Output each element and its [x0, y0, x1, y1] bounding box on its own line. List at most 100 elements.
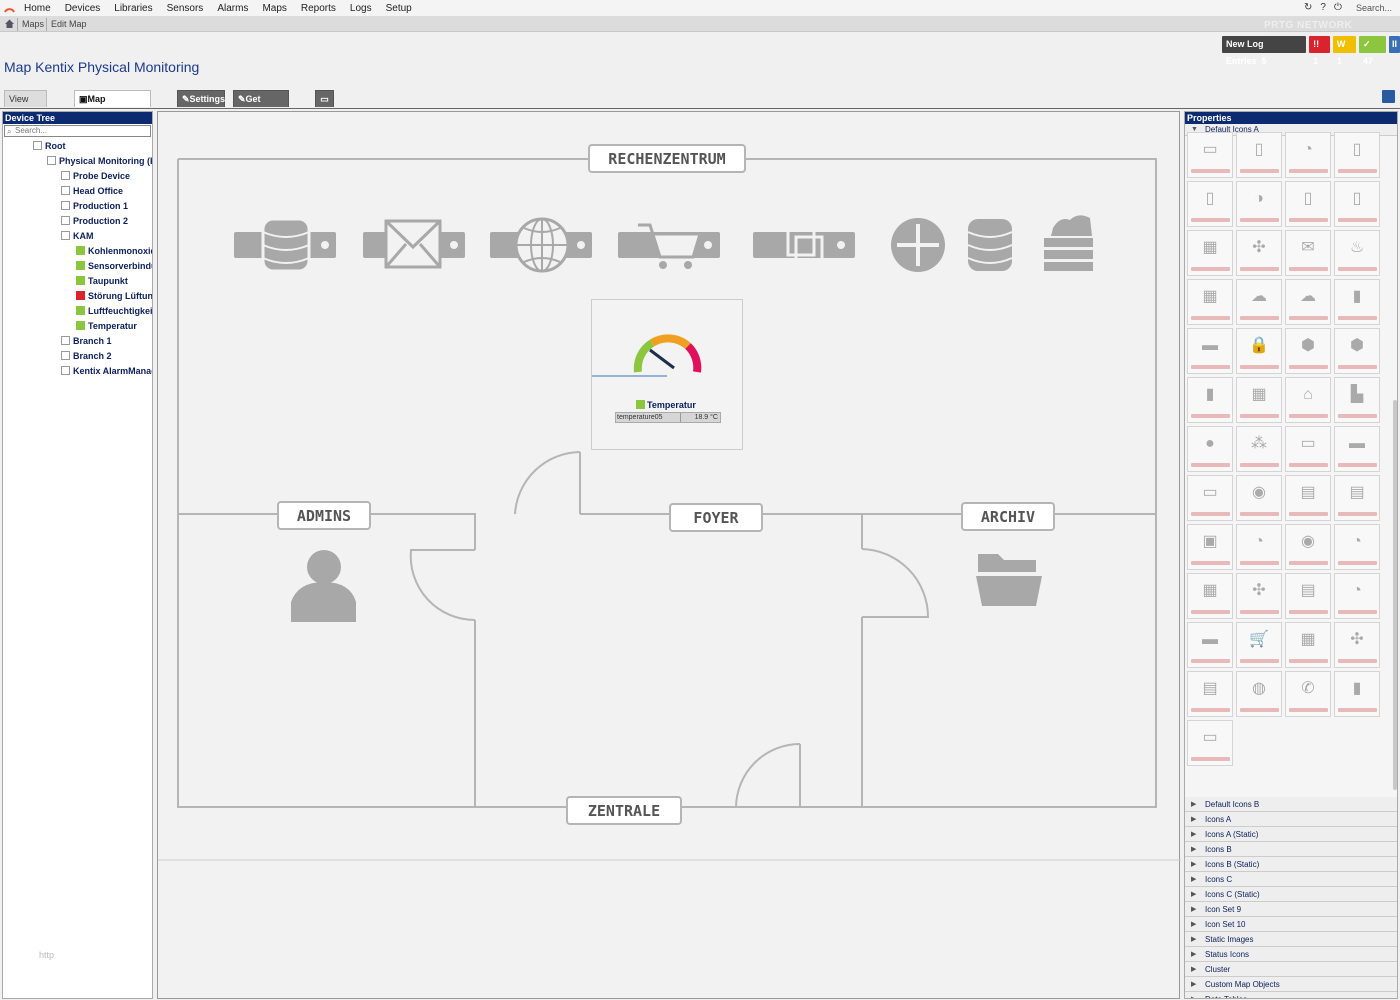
- tree-item[interactable]: Production 1: [61, 200, 128, 212]
- menu-alarms[interactable]: Alarms: [217, 3, 249, 14]
- tree-item[interactable]: Kohlenmonoxid: [76, 245, 152, 257]
- temperature-gauge-widget[interactable]: Temperatur temperature05 18.9 °C: [591, 299, 743, 450]
- palette-icon[interactable]: ✣: [1236, 573, 1282, 619]
- firewall-icon[interactable]: [1044, 215, 1093, 271]
- section-item[interactable]: ▶Icons B: [1185, 842, 1397, 857]
- palette-icon[interactable]: ▦: [1187, 573, 1233, 619]
- palette-icon[interactable]: ▯: [1285, 181, 1331, 227]
- palette-icon[interactable]: ◑: [1236, 181, 1282, 227]
- palette-icon[interactable]: ▮: [1334, 279, 1380, 325]
- palette-icon[interactable]: ▭: [1187, 132, 1233, 178]
- refresh-icon[interactable]: ↻: [1304, 2, 1313, 13]
- help-icon[interactable]: ?: [1320, 2, 1326, 13]
- palette-icon[interactable]: ⬢: [1334, 328, 1380, 374]
- router-icon[interactable]: [891, 218, 945, 272]
- settings-button[interactable]: ✎Settings: [177, 90, 225, 107]
- menu-maps[interactable]: Maps: [262, 3, 287, 14]
- section-item[interactable]: ▶Data Tables: [1185, 992, 1397, 998]
- palette-icon[interactable]: ▮: [1187, 377, 1233, 423]
- menu-reports[interactable]: Reports: [300, 3, 336, 14]
- folder-icon[interactable]: [976, 554, 1042, 606]
- palette-icon[interactable]: ▣: [1187, 524, 1233, 570]
- palette-icon[interactable]: ▦: [1187, 279, 1233, 325]
- home-icon[interactable]: [5, 19, 14, 28]
- palette-icon[interactable]: ▭: [1187, 475, 1233, 521]
- palette-icon[interactable]: ▬: [1334, 426, 1380, 472]
- tree-item[interactable]: Branch 2: [61, 350, 112, 362]
- palette-icon[interactable]: ◔: [1285, 132, 1331, 178]
- palette-icon[interactable]: ⁂: [1236, 426, 1282, 472]
- palette-icon[interactable]: ▤: [1334, 475, 1380, 521]
- palette-icon[interactable]: ▭: [1285, 426, 1331, 472]
- tree-item[interactable]: Production 2: [61, 215, 128, 227]
- palette-icon[interactable]: ▦: [1236, 377, 1282, 423]
- palette-icon[interactable]: ▬: [1187, 328, 1233, 374]
- up-badge[interactable]: ✓ 47: [1359, 36, 1386, 66]
- palette-icon[interactable]: ▬: [1187, 622, 1233, 668]
- palette-icon[interactable]: ☁: [1236, 279, 1282, 325]
- palette-icon[interactable]: ▤: [1285, 573, 1331, 619]
- palette-icon[interactable]: ▯: [1334, 181, 1380, 227]
- warning-badge[interactable]: W 1: [1332, 36, 1357, 66]
- section-item[interactable]: ▶Cluster: [1185, 962, 1397, 977]
- tree-item[interactable]: Taupunkt: [76, 275, 128, 287]
- comment-button[interactable]: ▭: [315, 90, 334, 107]
- properties-scrollbar[interactable]: [1393, 400, 1397, 790]
- tree-item[interactable]: Head Office: [61, 185, 123, 197]
- tree-item[interactable]: Temperatur: [76, 320, 137, 332]
- person-icon[interactable]: [291, 550, 356, 622]
- section-item[interactable]: ▶Status Icons: [1185, 947, 1397, 962]
- section-item[interactable]: ▶Icon Set 10: [1185, 917, 1397, 932]
- section-item[interactable]: ▶Icons A: [1185, 812, 1397, 827]
- palette-icon[interactable]: ⌂: [1285, 377, 1331, 423]
- palette-icon[interactable]: ▯: [1236, 132, 1282, 178]
- tab-view-map[interactable]: View Map: [4, 90, 47, 121]
- get-html-button[interactable]: ✎Get HTML: [233, 90, 289, 121]
- room-rechenzentrum-box[interactable]: [588, 144, 746, 173]
- section-item[interactable]: ▶Icons C (Static): [1185, 887, 1397, 902]
- section-item[interactable]: ▶Icon Set 9: [1185, 902, 1397, 917]
- save-icon[interactable]: [1382, 90, 1395, 103]
- tree-item[interactable]: Root: [33, 140, 66, 152]
- tree-item[interactable]: Störung Lüftung: [76, 290, 152, 302]
- down-badge[interactable]: !! 1: [1309, 36, 1330, 66]
- section-item[interactable]: ▶Custom Map Objects: [1185, 977, 1397, 992]
- palette-icon[interactable]: ▦: [1187, 230, 1233, 276]
- palette-icon[interactable]: ◔: [1334, 573, 1380, 619]
- palette-icon[interactable]: ◔: [1236, 524, 1282, 570]
- shop-server-icon[interactable]: [618, 223, 720, 269]
- palette-icon[interactable]: 🔒: [1236, 328, 1282, 374]
- tree-item[interactable]: KAM: [61, 230, 94, 242]
- menu-home[interactable]: Home: [24, 3, 51, 14]
- paused-badge[interactable]: II: [1389, 36, 1400, 53]
- section-item[interactable]: ▶Static Images: [1185, 932, 1397, 947]
- menu-logs[interactable]: Logs: [349, 3, 372, 14]
- section-item[interactable]: ▶Icons C: [1185, 872, 1397, 887]
- menu-sensors[interactable]: Sensors: [166, 3, 204, 14]
- palette-icon[interactable]: ▭: [1187, 720, 1233, 766]
- palette-icon[interactable]: ▯: [1334, 132, 1380, 178]
- device-tree-search[interactable]: ⌕Search...: [4, 125, 151, 137]
- palette-icon[interactable]: ✣: [1236, 230, 1282, 276]
- tree-item[interactable]: Probe Device: [61, 170, 130, 182]
- palette-icon[interactable]: ✆: [1285, 671, 1331, 717]
- virtual-server-icon[interactable]: [753, 227, 855, 265]
- breadcrumb-maps[interactable]: Maps: [22, 19, 45, 29]
- tree-item[interactable]: Branch 1: [61, 335, 112, 347]
- palette-icon[interactable]: ✉: [1285, 230, 1331, 276]
- logout-icon[interactable]: ⏻: [1333, 2, 1342, 13]
- palette-icon[interactable]: 🛒: [1236, 622, 1282, 668]
- palette-icon[interactable]: ▤: [1285, 475, 1331, 521]
- palette-icon[interactable]: ⬢: [1285, 328, 1331, 374]
- web-server-icon[interactable]: [490, 217, 592, 273]
- tab-map-designer[interactable]: ▣Map Designer: [74, 90, 151, 121]
- palette-icon[interactable]: ♨: [1334, 230, 1380, 276]
- palette-icon[interactable]: ◉: [1285, 524, 1331, 570]
- tree-item[interactable]: Luftfeuchtigkeit: [76, 305, 152, 317]
- database-server-icon[interactable]: [234, 217, 336, 273]
- palette-icon[interactable]: ▯: [1187, 181, 1233, 227]
- palette-icon[interactable]: ▦: [1285, 622, 1331, 668]
- tree-item[interactable]: Physical Monitoring (Kent: [47, 155, 152, 167]
- tree-item[interactable]: Sensorverbindu: [76, 260, 152, 272]
- tree-item[interactable]: Kentix AlarmManager: [61, 365, 152, 377]
